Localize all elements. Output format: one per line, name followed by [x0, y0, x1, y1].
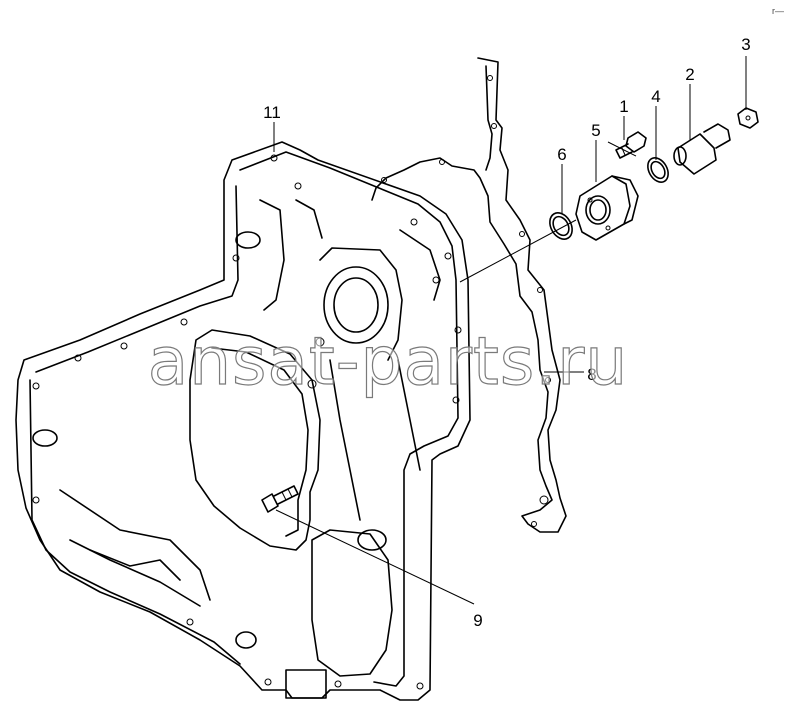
- corner-mark: r—: [772, 6, 784, 16]
- screw-part-1: [615, 131, 647, 159]
- callout-8: 8: [587, 365, 596, 384]
- callout-5: 5: [591, 121, 600, 140]
- callout-3: 3: [741, 35, 750, 54]
- callout-4: 4: [651, 87, 660, 106]
- bolt-part-9: [261, 485, 299, 513]
- callout-11: 11: [263, 103, 281, 122]
- seal-ring-part-6: [549, 212, 573, 240]
- watermark-text: ansat-parts.ru: [148, 323, 628, 400]
- gasket-part-8: [371, 57, 567, 533]
- callout-9: 9: [473, 611, 482, 630]
- callouts: 1 2 3 4 5 6 8 9 11: [263, 35, 751, 630]
- o-ring-part-4: [647, 157, 669, 183]
- flange-part-5: [575, 175, 639, 241]
- callout-6: 6: [557, 145, 566, 164]
- connector-part-3: [737, 107, 759, 129]
- callout-2: 2: [685, 65, 694, 84]
- sensor-part-2: [673, 123, 731, 175]
- callout-1: 1: [619, 97, 628, 116]
- flywheel-housing-part-11: [15, 141, 471, 701]
- leader-lines: [273, 56, 747, 605]
